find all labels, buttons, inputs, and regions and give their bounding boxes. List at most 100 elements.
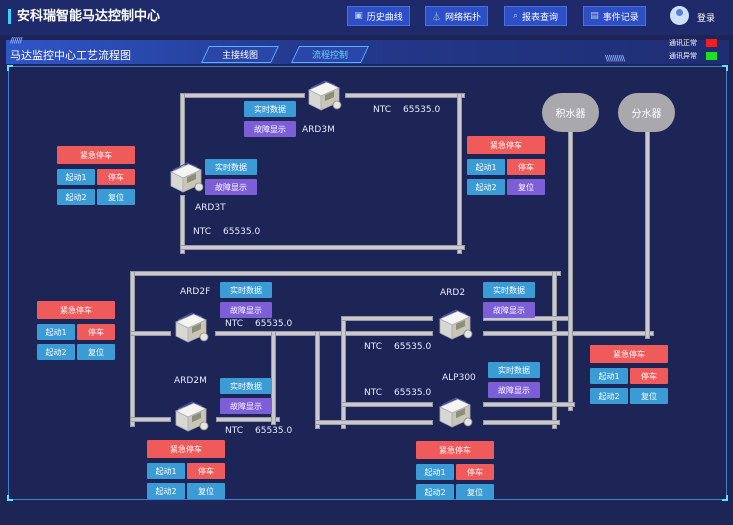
start2-button[interactable]: 起动2 <box>590 388 628 404</box>
pipe <box>130 271 561 276</box>
pipe <box>483 420 560 425</box>
stop-button[interactable]: 停车 <box>456 464 494 480</box>
motor-name: ARD2M <box>174 376 207 386</box>
pipe <box>180 93 185 170</box>
history-curve-button[interactable]: ▣历史曲线 <box>347 6 410 26</box>
tab-process-control[interactable]: 流程控制 <box>291 46 369 63</box>
avatar[interactable] <box>670 6 689 25</box>
pipe <box>341 316 433 321</box>
network-topology-button[interactable]: ⏃网络拓扑 <box>425 6 488 26</box>
pipe <box>341 316 346 429</box>
stop-button[interactable]: 停车 <box>97 169 135 185</box>
pipe <box>215 331 433 336</box>
start2-button[interactable]: 起动2 <box>57 189 95 205</box>
fault-display-button[interactable]: 故障显示 <box>488 382 540 398</box>
emergency-stop-button[interactable]: 紧急停车 <box>147 440 225 458</box>
subheader-bar <box>6 40 729 64</box>
reset-button[interactable]: 复位 <box>507 179 545 195</box>
stripes-decoration: \\\\\\\\\\ <box>605 54 625 63</box>
motor-icon[interactable] <box>172 310 210 346</box>
pipe <box>130 417 171 422</box>
tank-water-collector: 积水器 <box>542 93 599 132</box>
stripes-decoration: ////// <box>10 36 22 45</box>
start2-button[interactable]: 起动2 <box>147 483 185 499</box>
emergency-stop-button[interactable]: 紧急停车 <box>416 441 494 459</box>
pipe <box>341 402 433 407</box>
start1-button[interactable]: 起动1 <box>467 159 505 175</box>
reset-button[interactable]: 复位 <box>630 388 668 404</box>
motor-icon[interactable] <box>305 78 343 114</box>
emergency-stop-button[interactable]: 紧急停车 <box>37 301 115 319</box>
pipe <box>130 271 135 427</box>
pipe <box>180 245 465 250</box>
motor-actions: 实时数据故障显示 <box>483 282 535 318</box>
realtime-data-button[interactable]: 实时数据 <box>488 362 540 378</box>
stop-button[interactable]: 停车 <box>507 159 545 175</box>
realtime-data-button[interactable]: 实时数据 <box>244 101 296 117</box>
report-query-button[interactable]: ⌕报表查询 <box>504 6 567 26</box>
pipe <box>645 128 650 339</box>
login-link[interactable]: 登录 <box>697 14 716 24</box>
emergency-stop-button[interactable]: 紧急停车 <box>590 345 668 363</box>
start1-button[interactable]: 起动1 <box>147 463 185 479</box>
fault-display-button[interactable]: 故障显示 <box>220 302 272 318</box>
start1-button[interactable]: 起动1 <box>416 464 454 480</box>
pipe <box>568 128 573 411</box>
motor-icon[interactable] <box>436 395 474 431</box>
start1-button[interactable]: 起动1 <box>57 169 95 185</box>
document-icon: ▤ <box>590 11 599 21</box>
event-log-button[interactable]: ▤事件记录 <box>583 6 646 26</box>
tank-water-distributor: 分水器 <box>618 93 675 132</box>
motor-icon[interactable] <box>167 160 205 196</box>
emergency-stop-button[interactable]: 紧急停车 <box>467 136 545 154</box>
tab-main-wiring[interactable]: 主接线图 <box>201 46 279 63</box>
pipe <box>552 271 557 429</box>
start2-button[interactable]: 起动2 <box>37 344 75 360</box>
topology-icon: ⏃ <box>431 12 441 23</box>
realtime-data-button[interactable]: 实时数据 <box>205 159 257 175</box>
search-icon: ⌕ <box>512 11 519 21</box>
chart-icon: ▣ <box>354 11 363 21</box>
pipe <box>180 93 305 98</box>
fault-display-button[interactable]: 故障显示 <box>220 398 272 414</box>
realtime-data-button[interactable]: 实时数据 <box>220 282 272 298</box>
motor-name: ARD2 <box>440 288 466 298</box>
emergency-stop-button[interactable]: 紧急停车 <box>57 146 135 164</box>
pipe <box>216 417 280 422</box>
fault-display-button[interactable]: 故障显示 <box>244 121 296 137</box>
stop-button[interactable]: 停车 <box>77 324 115 340</box>
reset-button[interactable]: 复位 <box>97 189 135 205</box>
fault-display-button[interactable]: 故障显示 <box>483 302 535 318</box>
motor-actions: 实时数据故障显示 <box>205 159 257 195</box>
motor-icon[interactable] <box>436 307 474 343</box>
realtime-data-button[interactable]: 实时数据 <box>483 282 535 298</box>
start2-button[interactable]: 起动2 <box>416 484 454 500</box>
pipe <box>483 402 575 407</box>
reset-button[interactable]: 复位 <box>77 344 115 360</box>
pipe <box>180 195 185 254</box>
legend-normal-label: 通讯正常 <box>669 39 697 47</box>
motor-actions: 实时数据故障显示 <box>488 362 540 398</box>
start1-button[interactable]: 起动1 <box>590 368 628 384</box>
legend-abnormal-swatch <box>706 52 717 60</box>
reset-button[interactable]: 复位 <box>456 484 494 500</box>
motor-icon[interactable] <box>172 399 210 435</box>
motor-name: ARD2F <box>180 287 211 297</box>
pipe <box>345 93 465 98</box>
app-title: 安科瑞智能马达控制中心 <box>8 9 160 24</box>
reset-button[interactable]: 复位 <box>187 483 225 499</box>
stop-button[interactable]: 停车 <box>630 368 668 384</box>
start2-button[interactable]: 起动2 <box>467 179 505 195</box>
fault-display-button[interactable]: 故障显示 <box>205 179 257 195</box>
start1-button[interactable]: 起动1 <box>37 324 75 340</box>
stop-button[interactable]: 停车 <box>187 463 225 479</box>
realtime-data-button[interactable]: 实时数据 <box>220 378 272 394</box>
